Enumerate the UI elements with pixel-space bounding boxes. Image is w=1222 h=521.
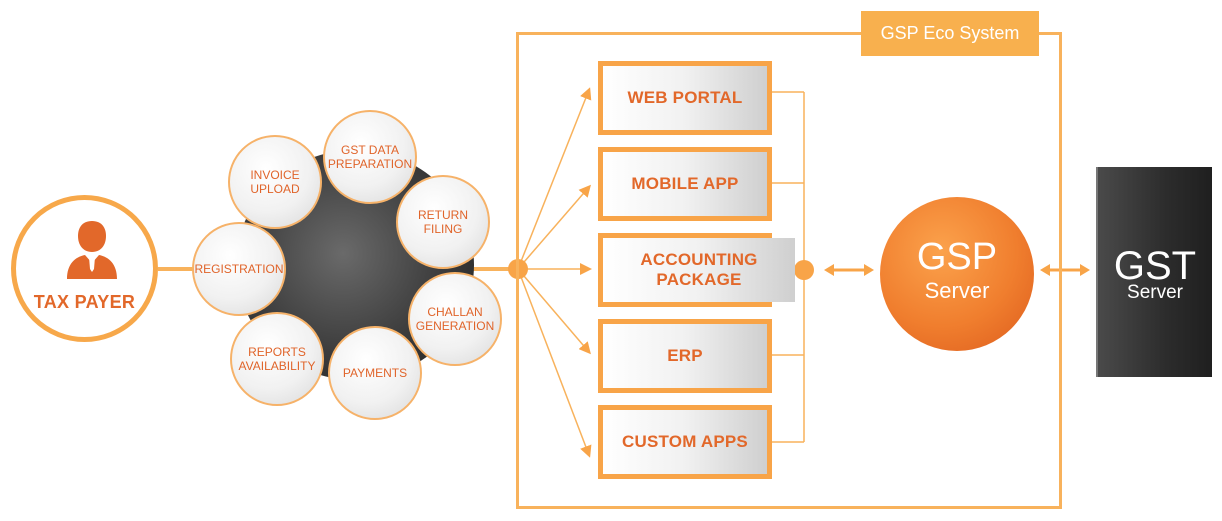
service-invoice-upload: INVOICE UPLOAD: [228, 135, 322, 229]
double-arrow-gst: [1040, 264, 1090, 276]
eco-system-frame: [516, 32, 1062, 509]
service-registration: REGISTRATION: [192, 222, 286, 316]
app-mobile-app: MOBILE APP: [598, 147, 772, 221]
person-icon: [67, 221, 117, 279]
gsp-server-subtitle: Server: [924, 278, 990, 303]
app-erp: ERP: [598, 319, 772, 393]
taxpayer-label: TAX PAYER: [33, 292, 136, 312]
fan-arrows: [517, 87, 592, 458]
gsp-server-title: GSP: [916, 236, 998, 278]
service-payments: PAYMENTS: [328, 326, 422, 420]
taxpayer-node: TAX PAYER: [11, 195, 158, 342]
gst-server: GST Server: [1096, 167, 1212, 377]
service-challan-generation: CHALLAN GENERATION: [408, 272, 502, 366]
gst-server-subtitle: Server: [1127, 282, 1183, 303]
hub-dot-right: [794, 260, 814, 280]
app-web-portal: WEB PORTAL: [598, 61, 772, 135]
service-reports-availability: REPORTS AVAILABILITY: [230, 312, 324, 406]
eco-system-label: GSP Eco System: [861, 11, 1039, 56]
app-accounting-package: ACCOUNTING PACKAGE: [598, 233, 795, 307]
gsp-server: GSP Server: [880, 197, 1034, 351]
double-arrow-gsp: [824, 264, 874, 276]
service-return-filing: RETURN FILING: [396, 175, 490, 269]
service-gst-data-preparation: GST DATA PREPARATION: [323, 110, 417, 204]
app-custom-apps: CUSTOM APPS: [598, 405, 772, 479]
gst-server-title: GST: [1113, 244, 1197, 288]
